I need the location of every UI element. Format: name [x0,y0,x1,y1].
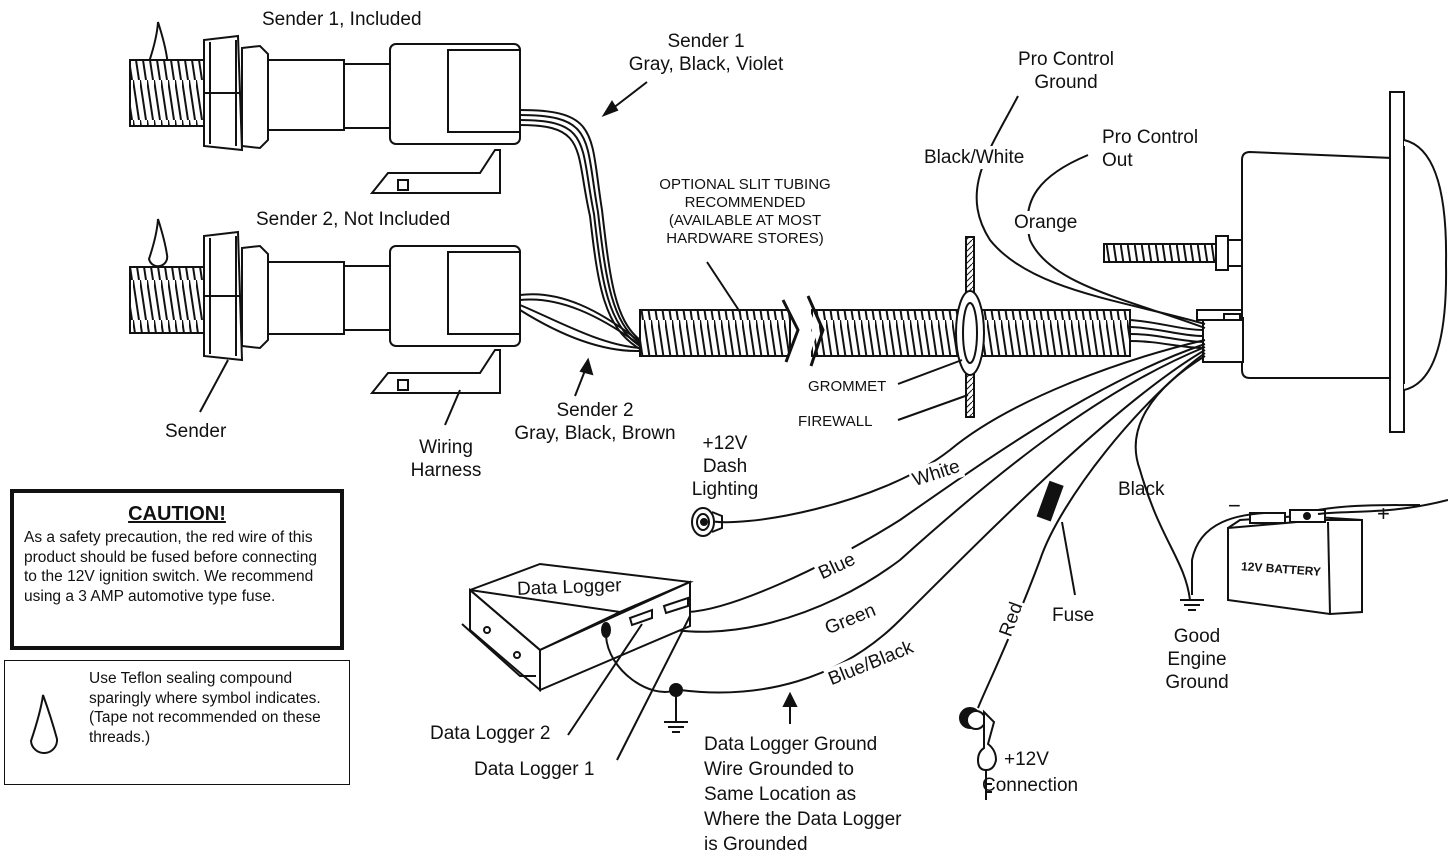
battery-icon [1191,499,1448,616]
engine-ground-line2: Engine [1167,649,1227,670]
pro-ground-line1: Pro Control [1017,49,1115,70]
sender-2 [129,218,521,394]
data-logger-1-label: Data Logger 1 [474,759,595,780]
tubing-line2: RECOMMENDED [684,194,806,211]
fuse-label: Fuse [1052,605,1095,626]
dl-ground-line1: Data Logger Ground [704,734,878,755]
sender1-title: Sender 1, Included [262,9,422,30]
ground-symbol-icon [1180,599,1204,611]
teflon-note-text: Use Teflon sealing compound sparingly wh… [89,670,321,746]
data-logger-label: Data Logger [516,575,622,600]
wiring-harness-label: Wiring Harness [396,436,496,482]
teflon-drop-icon [147,218,169,268]
engine-ground-line3: Ground [1165,672,1229,693]
conn-12v-line1: +12V [1004,749,1049,770]
dash-line3: Lighting [691,479,759,500]
caution-title: CAUTION! [128,503,226,525]
sender2-wires-line1: Sender 2 [556,400,634,421]
pro-out-line1: Pro Control [1102,127,1199,148]
fuse-icon [1036,480,1064,522]
dl-ground-line4: Where the Data Logger [704,809,902,830]
sender1-wires-line2: Gray, Black, Violet [628,54,784,75]
wiring-harness-line2: Harness [410,460,482,481]
firewall-label: FIREWALL [798,413,873,430]
battery-minus: − [1228,493,1241,518]
black-white-label: Black/White [924,146,1025,169]
tubing-line4: HARDWARE STORES) [666,230,824,247]
caution-body: As a safety precaution, the red wire of … [24,529,317,605]
data-logger-2-label: Data Logger 2 [430,723,551,744]
battery-plus: + [1377,501,1390,526]
engine-ground-line1: Good [1173,626,1221,647]
dl-ground-line5: is Grounded [704,834,808,855]
sender2-title: Sender 2, Not Included [256,209,451,230]
sender1-wires-line1: Sender 1 [667,31,745,52]
black-wire-label: Black [1118,479,1165,500]
tubing-line3: (AVAILABLE AT MOST [668,212,822,229]
dash-line2: Dash [702,456,748,477]
pro-ground-line2: Ground [1034,72,1098,93]
slit-tubing [639,294,1131,367]
teflon-drop-icon [29,694,59,754]
sender1-wires-label: Sender 1 Gray, Black, Violet [606,30,806,76]
dl-ground-line3: Same Location as [704,784,857,805]
tubing-line1: OPTIONAL SLIT TUBING [659,176,831,193]
dash-lighting-label: +12V Dash Lighting [680,432,770,501]
sender2-wires-label: Sender 2 Gray, Black, Brown [490,399,700,445]
dl-ground-line2: Wire Grounded to [704,759,854,780]
pro-out-line2: Out [1102,150,1133,171]
slit-tubing-label: OPTIONAL SLIT TUBING RECOMMENDED (AVAILA… [620,176,870,248]
sender-1 [129,21,521,194]
data-logger-box [461,562,694,693]
sender2-wires-line2: Gray, Black, Brown [514,423,676,444]
orange-label: Orange [1014,211,1078,234]
teflon-note-box: Use Teflon sealing compound sparingly wh… [4,660,350,785]
caution-box: CAUTION! As a safety precaution, the red… [10,489,344,650]
grommet-label: GROMMET [808,378,887,395]
wiring-harness-line1: Wiring [419,437,473,458]
gauge [1103,91,1448,433]
pro-control-out-label: Pro Control Out [1102,126,1198,172]
dash-line1: +12V [702,433,748,454]
engine-ground-label: Good Engine Ground [1152,625,1242,694]
dl-ground-label: Data Logger Ground Wire Grounded to Same… [704,732,902,857]
sender-label: Sender [165,421,227,442]
ignition-key-icon [959,707,998,800]
dash-bulb-icon [691,507,723,537]
conn-12v-line2: Connection [982,775,1079,796]
pro-control-ground-label: Pro Control Ground [996,48,1136,94]
